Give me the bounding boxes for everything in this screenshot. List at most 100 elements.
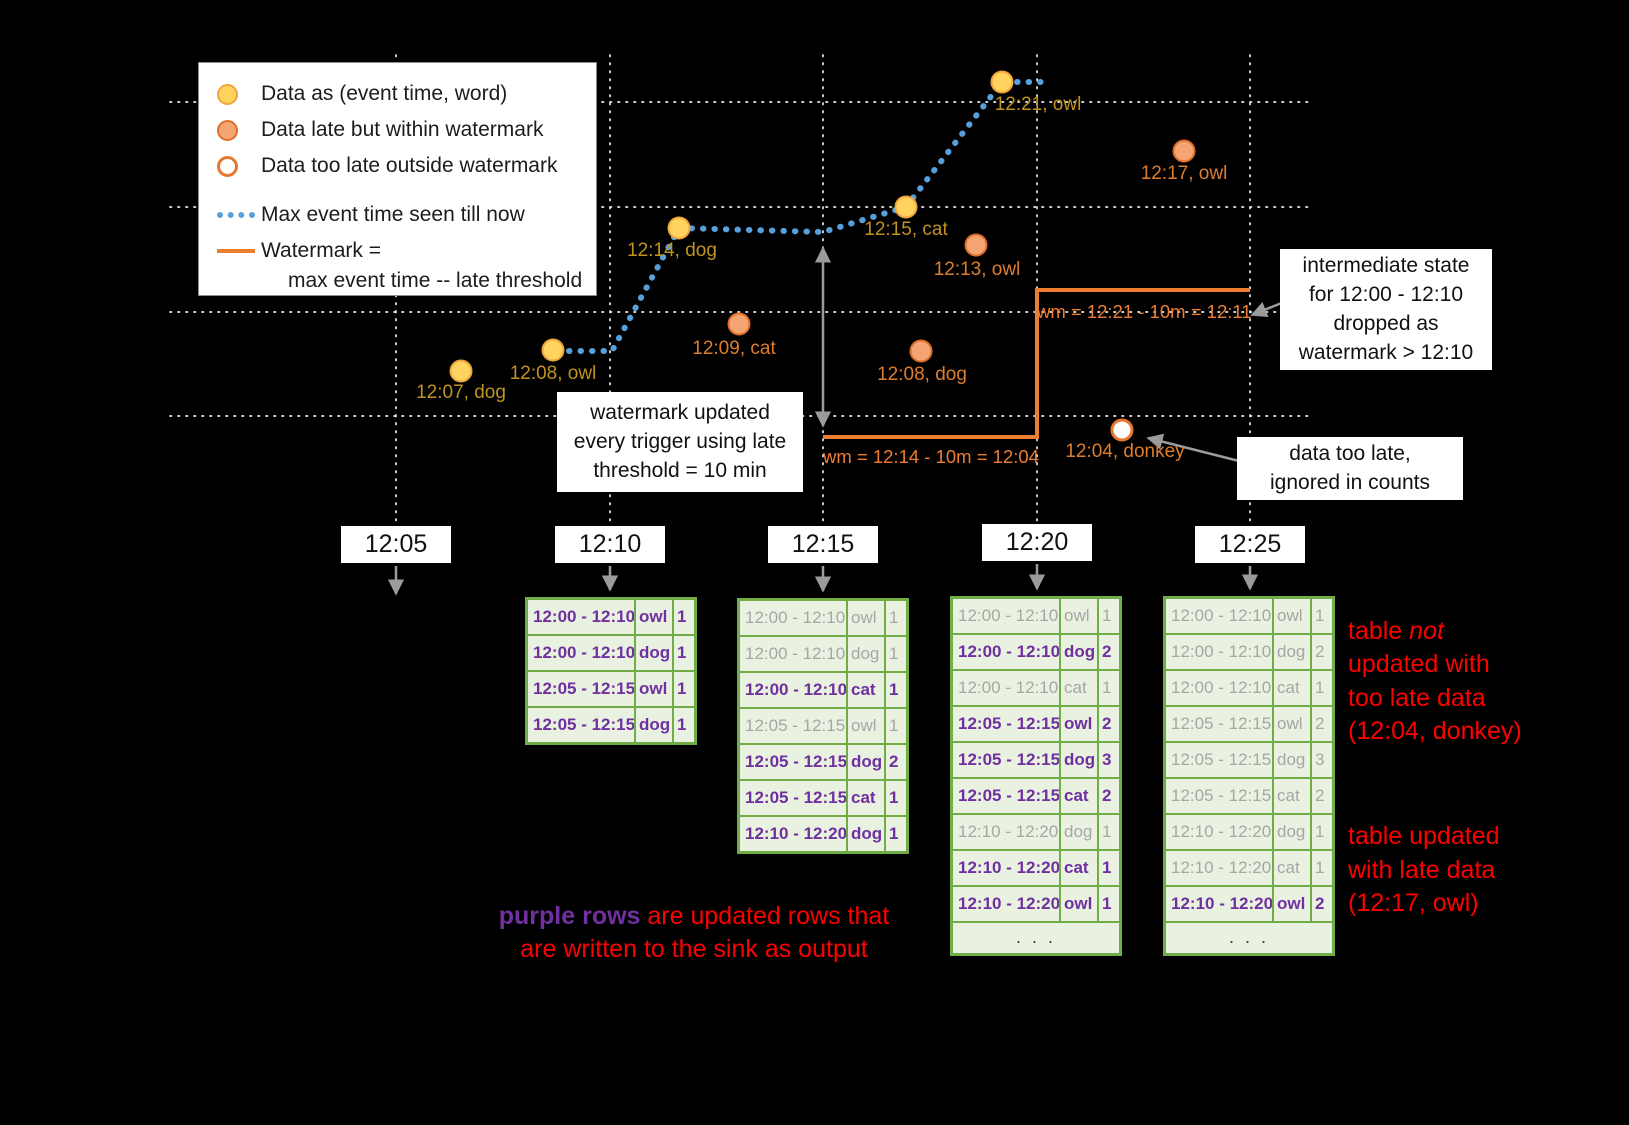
legend-item-on-time: Data as (event time, word) bbox=[217, 76, 596, 112]
table-cell-window: 12:00 - 12:10 bbox=[953, 671, 1059, 705]
grid-lines bbox=[169, 54, 1313, 525]
table-cell-word: owl bbox=[1274, 707, 1310, 741]
table-cell-window: 12:10 - 12:20 bbox=[1166, 815, 1272, 849]
table-cell-word: dog bbox=[1061, 743, 1097, 777]
note-not-updated-italic: not bbox=[1409, 616, 1444, 645]
table-cell-count: 1 bbox=[1312, 851, 1332, 885]
table-cell-count: 1 bbox=[674, 708, 694, 742]
callout-too-late: data too late, ignored in counts bbox=[1237, 437, 1463, 500]
table-cell-count: 2 bbox=[1312, 707, 1332, 741]
trigger-box-1205: 12:05 bbox=[341, 526, 451, 563]
table-cell-count: 1 bbox=[886, 637, 906, 671]
table-cell-count: 1 bbox=[1099, 815, 1119, 849]
gray-arrows bbox=[387, 246, 1285, 596]
late-dot-icon bbox=[217, 119, 261, 141]
table-cell-window: 12:00 - 12:10 bbox=[528, 636, 634, 670]
trigger-box-1220: 12:20 bbox=[982, 524, 1092, 561]
note-purple-rows-highlight: purple rows bbox=[498, 901, 641, 930]
table-cell-window: 12:05 - 12:15 bbox=[528, 672, 634, 706]
table-cell-window: 12:10 - 12:20 bbox=[740, 817, 846, 851]
table-cell-word: dog bbox=[848, 637, 884, 671]
table-cell-window: 12:00 - 12:10 bbox=[528, 600, 634, 634]
table-cell-window: 12:10 - 12:20 bbox=[953, 851, 1059, 885]
watermark-value-label-1: wm = 12:14 - 10m = 12:04 bbox=[823, 446, 1039, 467]
table-cell-count: 1 bbox=[886, 817, 906, 851]
table-cell-word: dog bbox=[636, 636, 672, 670]
trigger-box-1215: 12:15 bbox=[768, 526, 878, 563]
watermark-line bbox=[823, 288, 1250, 439]
table-cell-count: 1 bbox=[1099, 671, 1119, 705]
note-purple-rows-rest: are updated rows that are written to the… bbox=[520, 901, 890, 964]
table-cell-word: dog bbox=[1061, 815, 1097, 849]
table-cell-word: cat bbox=[1274, 851, 1310, 885]
table-cell-window: 12:10 - 12:20 bbox=[1166, 887, 1272, 921]
table-cell-count: 1 bbox=[886, 781, 906, 815]
table-cell-count: 2 bbox=[1312, 887, 1332, 921]
table-cell-word: dog bbox=[1274, 743, 1310, 777]
table-cell-word: owl bbox=[848, 601, 884, 635]
table-cell-window: 12:00 - 12:10 bbox=[740, 637, 846, 671]
table-cell-word: cat bbox=[1274, 671, 1310, 705]
table-cell-window: 12:10 - 12:20 bbox=[953, 887, 1059, 921]
table-ellipsis-row: . . . bbox=[953, 923, 1119, 953]
table-cell-count: 1 bbox=[674, 636, 694, 670]
callout-watermark-updated: watermark updated every trigger using la… bbox=[557, 392, 803, 492]
table-cell-count: 1 bbox=[1099, 599, 1119, 633]
table-cell-window: 12:05 - 12:15 bbox=[1166, 743, 1272, 777]
intermediate-state-arrow bbox=[1250, 300, 1285, 318]
on-time-dot-icon bbox=[217, 83, 261, 105]
table-cell-count: 3 bbox=[1099, 743, 1119, 777]
table-cell-window: 12:05 - 12:15 bbox=[953, 743, 1059, 777]
table-cell-count: 2 bbox=[1099, 779, 1119, 813]
legend-item-max-event-time: Max event time seen till now bbox=[217, 197, 596, 233]
table-cell-word: owl bbox=[636, 672, 672, 706]
legend-label: Max event time seen till now bbox=[261, 203, 525, 226]
table-cell-count: 1 bbox=[674, 600, 694, 634]
table-cell-window: 12:00 - 12:10 bbox=[1166, 635, 1272, 669]
note-purple-rows: purple rows are updated rows that are wr… bbox=[408, 866, 980, 967]
table-cell-word: cat bbox=[848, 673, 884, 707]
too-late-dot-icon bbox=[217, 155, 261, 177]
trigger-box-1210: 12:10 bbox=[555, 526, 665, 563]
legend-label: Watermark = bbox=[261, 239, 381, 262]
table-cell-count: 1 bbox=[886, 601, 906, 635]
table-cell-window: 12:00 - 12:10 bbox=[1166, 671, 1272, 705]
table-cell-word: owl bbox=[1061, 599, 1097, 633]
legend-item-watermark: Watermark = bbox=[217, 233, 596, 269]
table-cell-count: 2 bbox=[1312, 635, 1332, 669]
table-cell-word: cat bbox=[1061, 779, 1097, 813]
table-cell-window: 12:05 - 12:15 bbox=[1166, 707, 1272, 741]
table-cell-count: 3 bbox=[1312, 743, 1332, 777]
max-event-time-line bbox=[543, 79, 1046, 354]
table-cell-window: 12:00 - 12:10 bbox=[953, 599, 1059, 633]
table-cell-count: 1 bbox=[1312, 599, 1332, 633]
table-cell-window: 12:05 - 12:15 bbox=[1166, 779, 1272, 813]
table-cell-window: 12:05 - 12:15 bbox=[740, 781, 846, 815]
note-not-updated: table not updated with too late data (12… bbox=[1348, 581, 1558, 749]
table-cell-word: owl bbox=[848, 709, 884, 743]
table-cell-window: 12:00 - 12:10 bbox=[740, 673, 846, 707]
table-cell-word: cat bbox=[1274, 779, 1310, 813]
callout-intermediate-state: intermediate state for 12:00 - 12:10 dro… bbox=[1280, 249, 1492, 370]
note-not-updated-rest: updated with too late data (12:04, donke… bbox=[1348, 650, 1522, 745]
table-cell-window: 12:05 - 12:15 bbox=[740, 745, 846, 779]
legend-item-too-late: Data too late outside watermark bbox=[217, 148, 596, 184]
note-not-updated-pre: table bbox=[1348, 616, 1410, 645]
legend-item-late: Data late but within watermark bbox=[217, 112, 596, 148]
table-cell-word: cat bbox=[1061, 851, 1097, 885]
table-cell-word: dog bbox=[848, 817, 884, 851]
table-ellipsis-row: . . . bbox=[1166, 923, 1332, 953]
table-cell-word: owl bbox=[1061, 887, 1097, 921]
table-cell-count: 1 bbox=[1099, 887, 1119, 921]
table-cell-word: dog bbox=[1274, 815, 1310, 849]
table-cell-window: 12:00 - 12:10 bbox=[1166, 599, 1272, 633]
table-cell-word: dog bbox=[636, 708, 672, 742]
table-cell-count: 1 bbox=[886, 673, 906, 707]
table-cell-count: 1 bbox=[1312, 671, 1332, 705]
table-cell-count: 2 bbox=[886, 745, 906, 779]
legend-label-sub: max event time -- late threshold bbox=[288, 269, 583, 292]
